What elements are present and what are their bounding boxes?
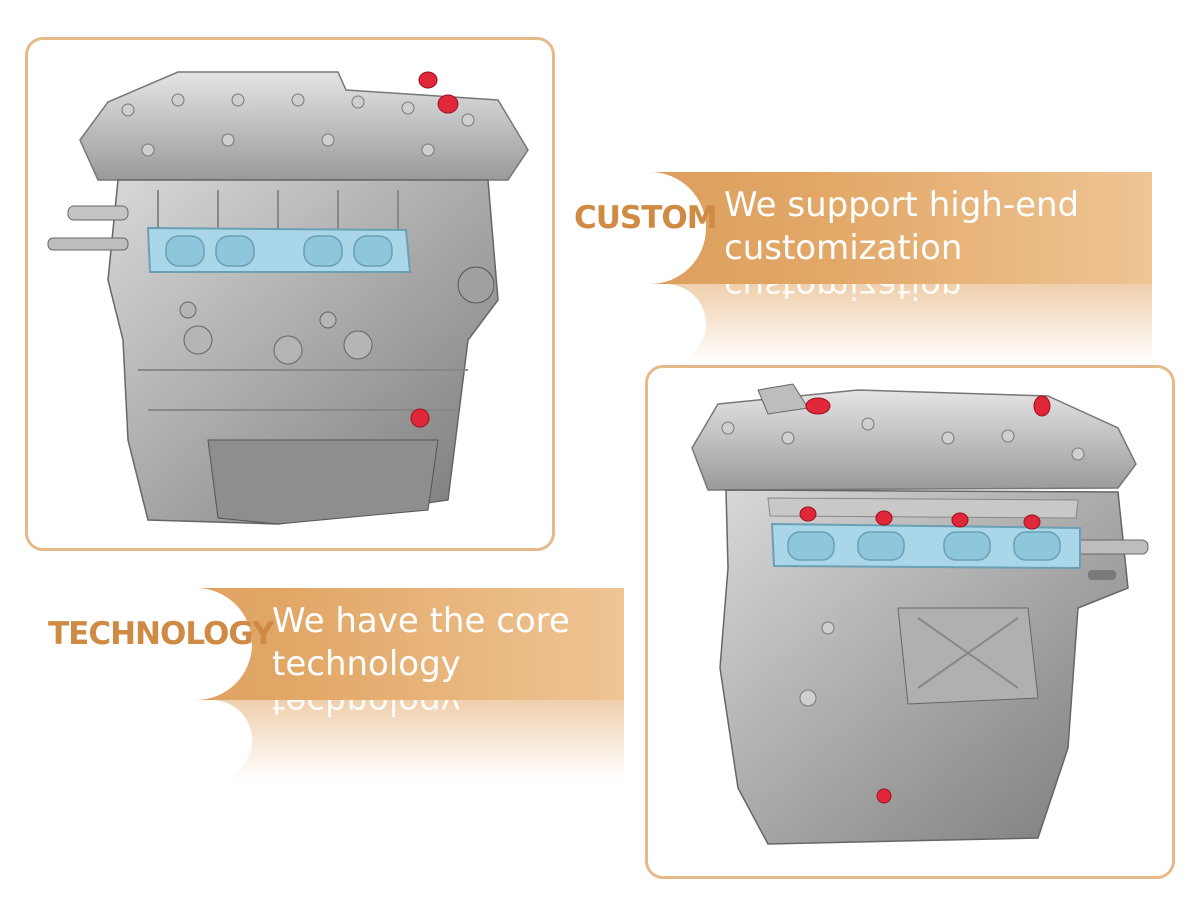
banner-cap xyxy=(566,172,706,284)
slogan-line-1: We support high-end xyxy=(724,185,1080,225)
reflection-text: customization xyxy=(724,284,963,306)
banner-reflection: technology xyxy=(40,700,624,780)
custom-banner: CUSTOM We support high-end customization… xyxy=(566,172,1152,364)
slogan-line-2: technology xyxy=(272,644,461,684)
engine-image-top xyxy=(47,71,529,525)
engine-photo-frame-bottom xyxy=(645,365,1175,879)
banner-reflection: customization xyxy=(566,284,1152,364)
slogan-line-2: customization xyxy=(724,228,963,268)
engine-image-bottom xyxy=(691,383,1149,845)
reflection-text: technology xyxy=(272,700,461,722)
technology-banner: TECHNOLOGY We have the core technology t… xyxy=(40,588,624,780)
banner-slogan-technology: We have the core technology xyxy=(272,600,624,686)
banner-tag-custom: CUSTOM xyxy=(574,200,718,236)
banner-tag-technology: TECHNOLOGY xyxy=(48,616,275,652)
slogan-line-1: We have the core xyxy=(272,601,570,641)
banner-slogan-custom: We support high-end customization xyxy=(724,184,1144,270)
engine-photo-frame-top xyxy=(25,37,555,551)
banner-cap xyxy=(40,588,252,700)
